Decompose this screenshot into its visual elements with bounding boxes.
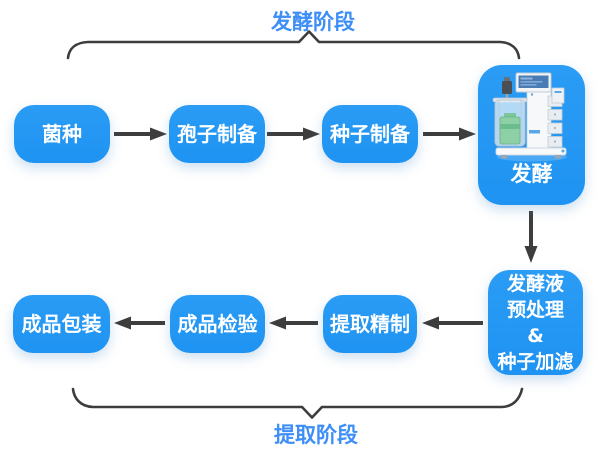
node-broth-line-2: 预处理	[506, 298, 564, 321]
arrow-inspect-to-package-head	[114, 316, 131, 330]
arrow-refine-to-inspect-head	[269, 316, 286, 330]
extraction-stage-label: 提取阶段	[274, 423, 358, 447]
node-spore-preparation-label: 孢子制备	[177, 122, 257, 146]
node-strain-label: 菌种	[42, 122, 82, 146]
node-fermentation: 发酵	[478, 65, 585, 205]
node-product-inspection: 成品检验	[170, 295, 265, 353]
arrow-spore-to-seed-head	[303, 127, 320, 141]
node-spore-preparation: 孢子制备	[169, 105, 265, 163]
arrow-strain-to-spore-head	[150, 127, 167, 141]
node-broth-line-1: 发酵液	[506, 272, 564, 295]
arrow-seed-to-ferment-head	[459, 127, 476, 141]
arrow-ferment-to-broth-head	[524, 246, 538, 263]
node-broth-line-4: 种子加滤	[497, 350, 574, 373]
node-broth-pretreatment: 发酵液 预处理 & 种子加滤	[488, 270, 583, 375]
bottom-brace	[71, 387, 524, 419]
node-extraction-refining-label: 提取精制	[330, 312, 410, 336]
node-product-packaging: 成品包装	[13, 295, 110, 353]
node-extraction-refining: 提取精制	[323, 295, 417, 353]
node-seed-preparation: 种子制备	[322, 105, 418, 163]
arrow-broth-to-refine-head	[422, 316, 439, 330]
node-strain: 菌种	[14, 105, 110, 163]
node-fermentation-label: 发酵	[510, 162, 553, 186]
node-product-packaging-label: 成品包装	[21, 312, 102, 336]
node-broth-line-3: &	[527, 324, 544, 347]
node-seed-preparation-label: 种子制备	[330, 122, 410, 146]
fermentation-stage-label: 发酵阶段	[271, 10, 355, 34]
node-product-inspection-label: 成品检验	[177, 312, 258, 336]
fermenter-icon	[492, 72, 567, 162]
